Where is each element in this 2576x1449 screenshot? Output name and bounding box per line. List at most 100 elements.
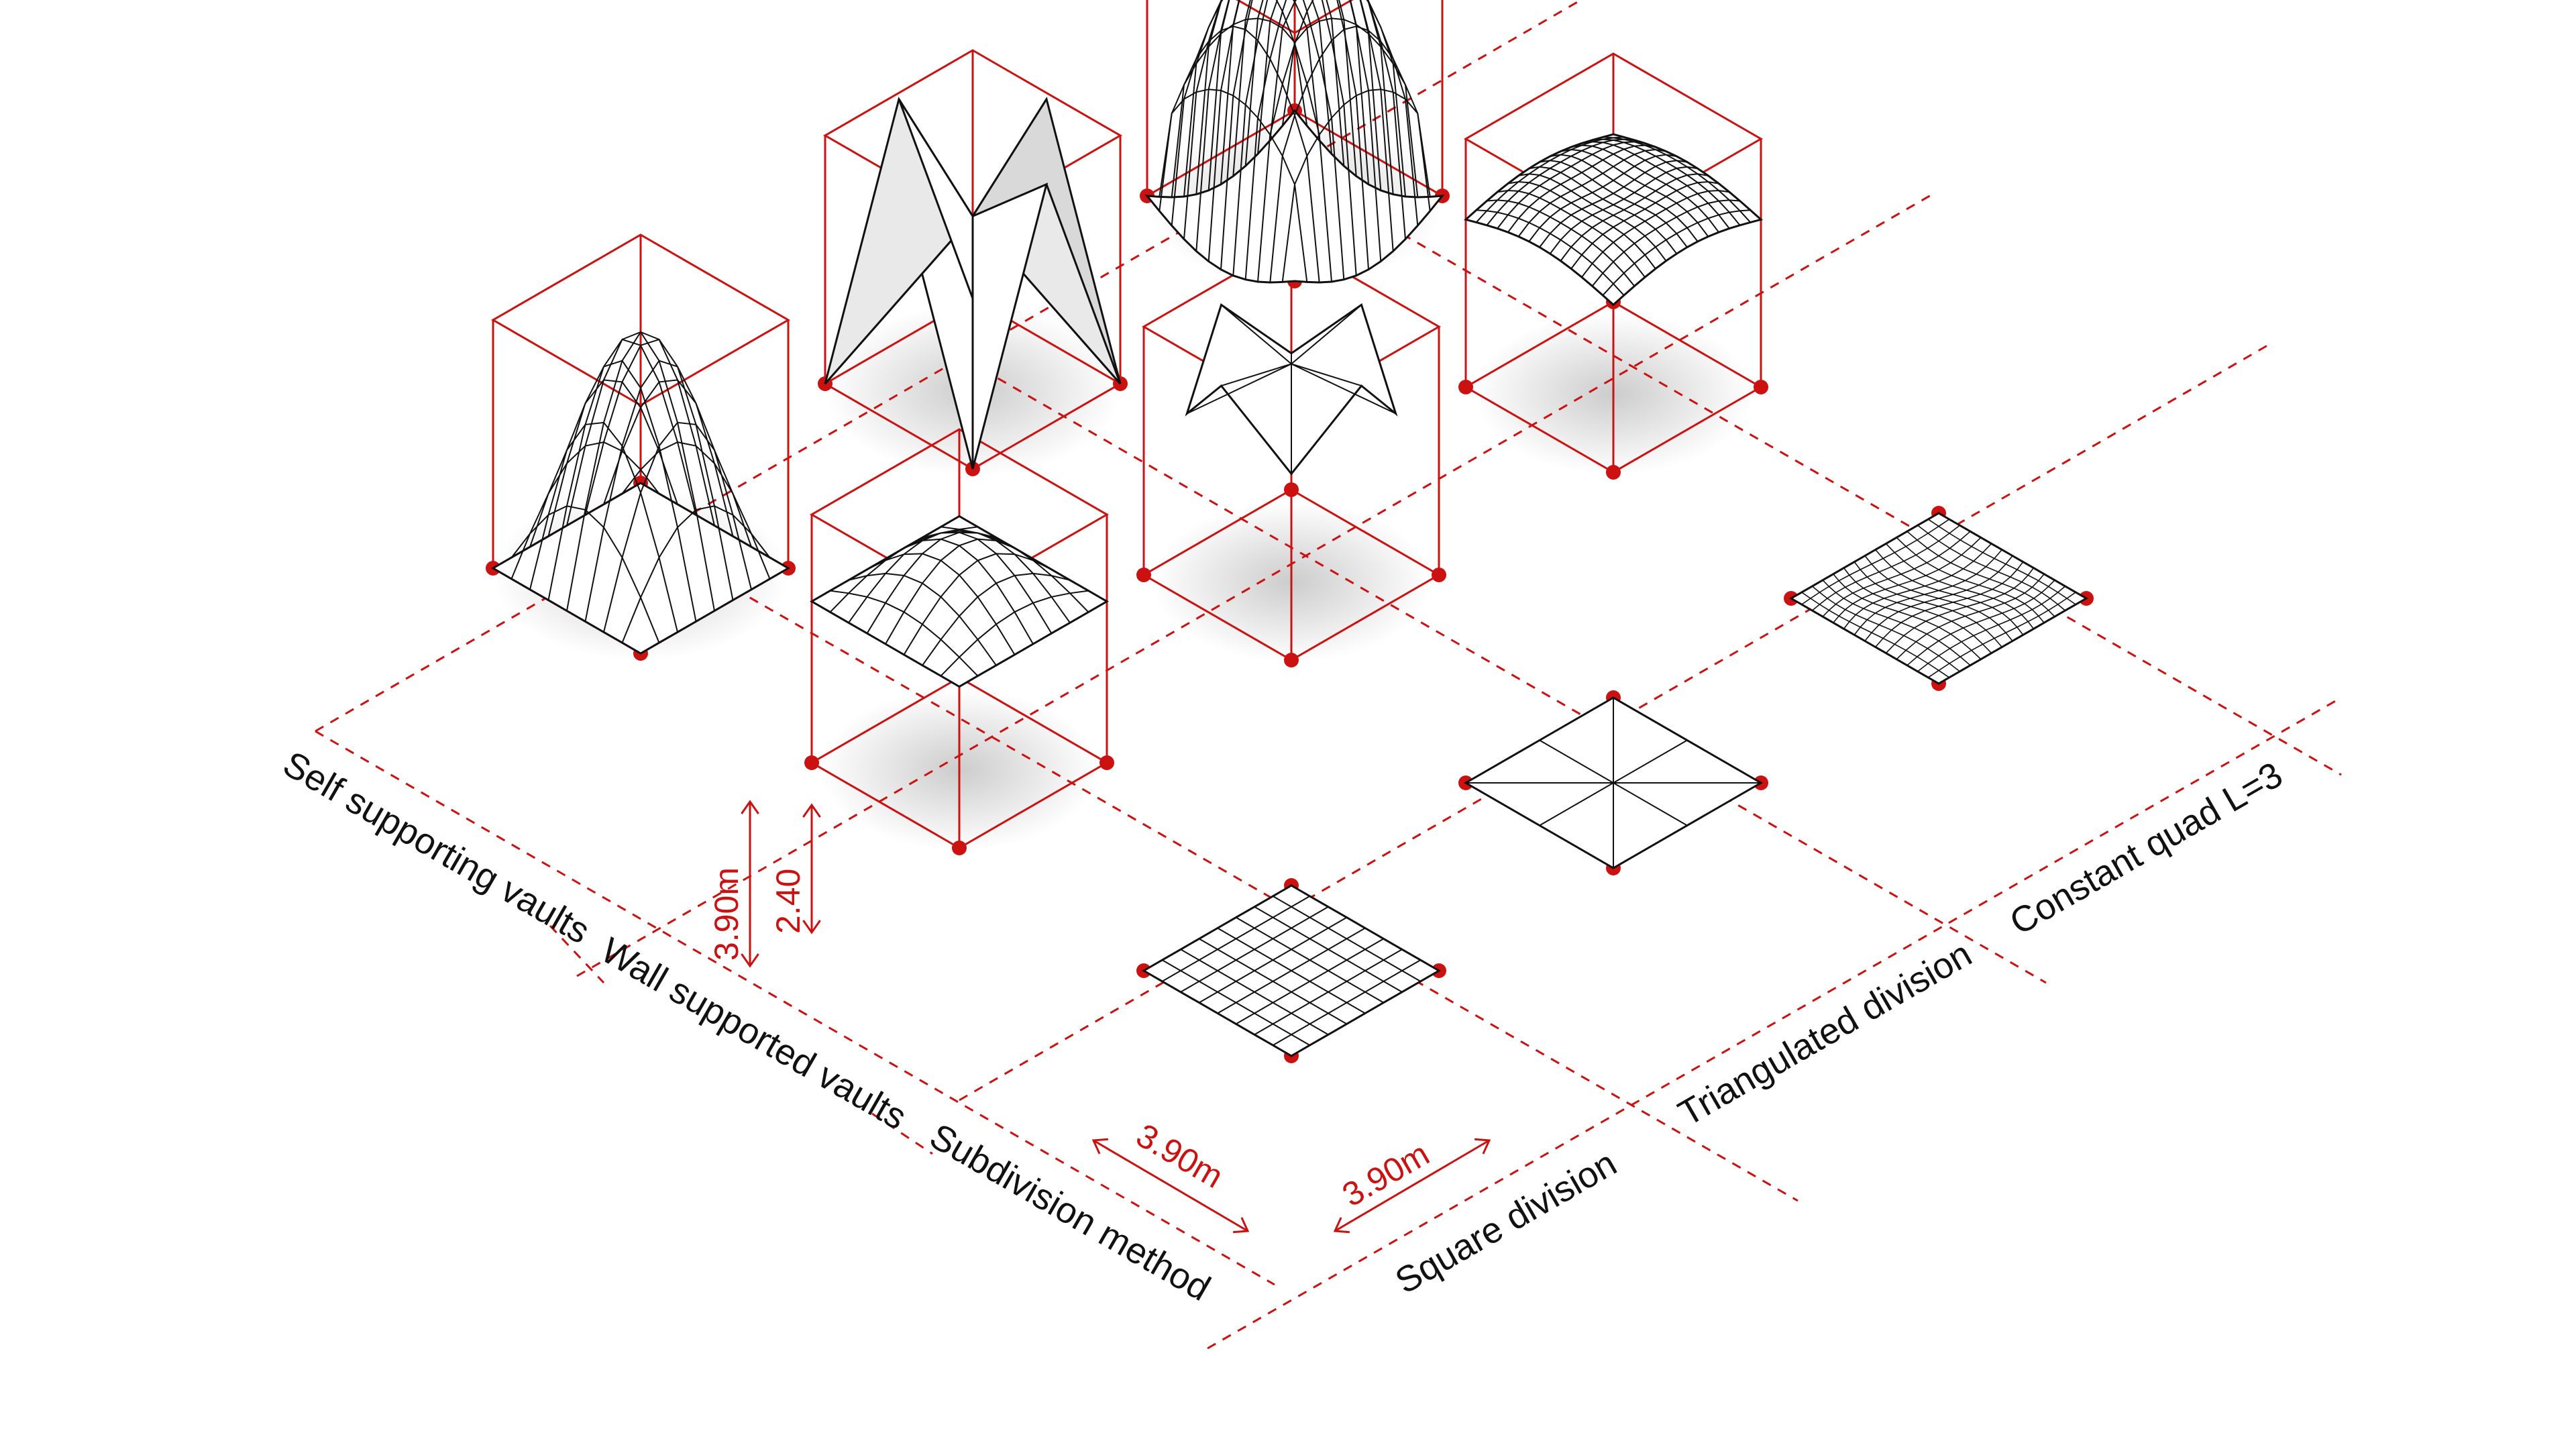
wall-quad-grid-v <box>1507 180 1656 270</box>
quad-vault-grid-v <box>1159 89 1308 282</box>
cq-grid-v <box>1864 555 2013 642</box>
cq-grid-v <box>1833 574 1982 660</box>
grid-line <box>1281 163 2342 776</box>
cq-grid-u <box>1917 586 2066 672</box>
vault-models <box>491 0 2088 1057</box>
cq-grid-u <box>1927 592 2076 678</box>
corner-dot <box>1458 380 1473 394</box>
grid-line <box>549 924 605 984</box>
wall-quad-grid-u <box>1591 199 1740 287</box>
grid-line <box>871 1112 933 1155</box>
flat-square-grid-v <box>1161 959 1310 1046</box>
corner-dot <box>1284 482 1299 497</box>
wall-quad-grid-u <box>1602 209 1751 296</box>
grid-line <box>315 730 1275 1286</box>
tri-spoke <box>1539 782 1614 826</box>
cq-grid-v <box>1822 580 1971 666</box>
dome-grid-v <box>511 505 660 643</box>
flat-square-grid-u <box>1254 949 1403 1036</box>
wall-dome-grid-v <box>867 553 1016 655</box>
cq-grid-v <box>1811 586 1960 672</box>
flat-square-grid-u <box>1235 938 1385 1025</box>
wall-dome-fill <box>810 515 1109 688</box>
corner-dot <box>1432 568 1446 582</box>
corner-dot <box>1606 465 1621 480</box>
wall-quad-grid-v <box>1529 166 1678 254</box>
dome-grid-u <box>584 360 734 622</box>
wall-dome-grid-u <box>922 572 1071 666</box>
dome-grid-u <box>621 505 771 643</box>
flat-square-grid-u <box>1273 959 1421 1046</box>
wall-dome-grid-u <box>903 553 1052 655</box>
label-self-supporting-vaults: Self supporting vaults <box>276 743 596 951</box>
pattern-triangulated <box>1463 696 1764 869</box>
wall-tri-rib <box>1291 363 1362 387</box>
wall-quad-grid-u <box>1581 189 1730 278</box>
tri-spoke <box>1613 739 1688 784</box>
wall-tri-rib <box>1187 363 1292 415</box>
corner-dot <box>1136 568 1151 582</box>
wall-tri-rib <box>1221 363 1292 387</box>
cq-grid-u <box>1875 561 2024 648</box>
wall-quad-grid-u <box>1570 180 1719 270</box>
dim-arrow-side-left-head <box>1232 1217 1250 1234</box>
dim-arrow-side-right <box>1334 1139 1490 1232</box>
dim-arrow-side-left-head <box>1091 1138 1109 1155</box>
wall-quad-grid-u <box>1560 173 1709 262</box>
dome-grid-u <box>603 421 752 633</box>
wall-quad-grid-u <box>1549 166 1698 254</box>
cq-grid-v <box>1843 568 1992 654</box>
dome-grid-v <box>529 421 678 633</box>
dim-arrow-height-wall-head <box>802 920 821 934</box>
dim-height-total: 3.90m <box>708 867 745 961</box>
grid-line <box>1207 696 2342 1350</box>
wall-quad-fill <box>1463 133 1764 307</box>
vault-self-tri <box>824 97 1122 470</box>
corner-dot <box>1284 653 1299 667</box>
dim-arrow-side-right-head <box>1474 1138 1491 1155</box>
vault-self-square <box>491 331 790 655</box>
dome-grid-v <box>547 360 697 622</box>
vault-wall-quad <box>1463 133 1764 307</box>
corner-dot <box>1099 755 1114 770</box>
wall-dome-grid-v <box>830 590 979 677</box>
dimension-annotations <box>741 800 1491 1234</box>
cq-grid-u <box>1885 568 2035 654</box>
dim-arrow-side-left <box>1093 1139 1248 1232</box>
wall-dome-grid-v <box>848 572 997 666</box>
wall-dome-grid-u <box>940 590 1089 677</box>
tri-spoke <box>1539 739 1614 784</box>
dim-arrow-height-total-head <box>741 800 759 814</box>
tri-facet <box>898 99 974 299</box>
wall-quad-grid-v <box>1539 160 1688 248</box>
label-triangulated-division: Triangulated division <box>1672 934 1978 1134</box>
label-constant-quad: Constant quad L=3 <box>2003 754 2290 943</box>
corner-dot <box>1754 380 1768 394</box>
wall-dome-grid-v <box>885 538 1034 645</box>
dim-height-wall: 2.40 <box>769 869 807 934</box>
pattern-constant-quad <box>1789 512 2088 685</box>
flat-square-grid-v <box>1217 927 1366 1014</box>
grid-line <box>643 535 1799 1202</box>
tri-spoke <box>1613 782 1688 826</box>
pattern-square <box>1142 884 1441 1057</box>
wall-quad-grid-v <box>1476 209 1625 296</box>
cq-grid-v <box>1801 592 1950 678</box>
corner-dot <box>804 755 819 770</box>
wall-quad-grid-v <box>1518 173 1667 262</box>
quad-vault-grid-u <box>1281 89 1431 282</box>
wall-tri-rib <box>1291 304 1362 365</box>
dim-side-left: 3.90m <box>1130 1116 1230 1195</box>
wall-tri-rib <box>1291 363 1396 415</box>
flat-square-grid-v <box>1198 938 1348 1025</box>
wall-tri-rib <box>1220 304 1292 365</box>
wall-quad-grid-v <box>1487 199 1635 287</box>
quad-vault-grid-v <box>1171 25 1320 283</box>
vault-wall-tri <box>1185 303 1398 476</box>
cq-grid-u <box>1907 580 2055 666</box>
dim-arrow-side-right-head <box>1333 1217 1350 1234</box>
vault-wall-square <box>810 515 1109 688</box>
vault-self-quad <box>1144 0 1445 284</box>
flat-square-grid-v <box>1180 949 1329 1036</box>
